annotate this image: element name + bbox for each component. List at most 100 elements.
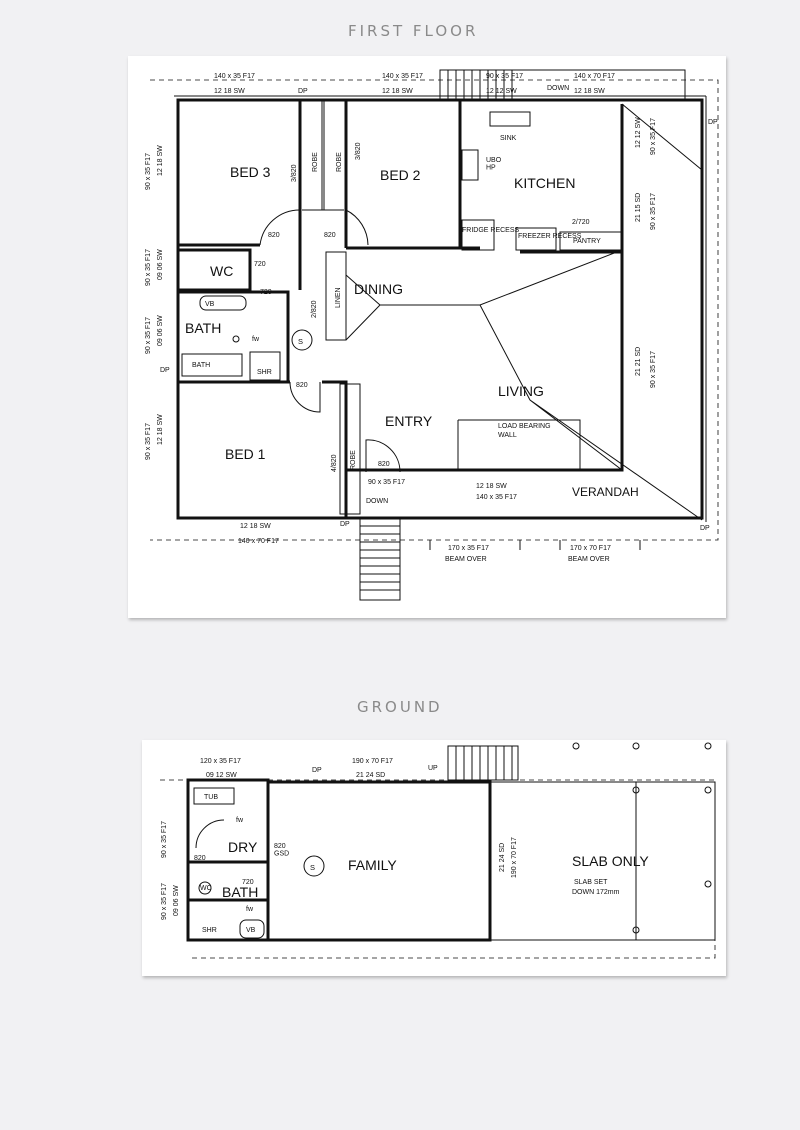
door-720-a: 720 [254, 261, 266, 268]
member-top3b: 12 12 SW [486, 88, 517, 95]
slab-down-label: DOWN 172mm [572, 889, 620, 896]
member-top3: 90 x 35 F17 [486, 73, 523, 80]
door-820-c: 820 [296, 382, 308, 389]
room-family: FAMILY [348, 857, 397, 873]
room-bed1: BED 1 [225, 446, 266, 462]
ground-member-left2b: 09 06 SW [173, 885, 180, 916]
room-entry: ENTRY [385, 413, 433, 429]
robe-label-2: ROBE [336, 152, 343, 172]
tub-label: TUB [204, 794, 218, 801]
load-bearing-label: LOAD BEARING [498, 423, 551, 430]
wall-label: WALL [498, 432, 517, 439]
ground-dp-label: DP [312, 767, 322, 774]
ground-shr-label: SHR [202, 927, 217, 934]
member-right1b: 90 x 35 F17 [650, 118, 657, 155]
member-top2b: 12 18 SW [382, 88, 413, 95]
member-left1b: 12 18 SW [157, 145, 164, 176]
member-left4: 90 x 35 F17 [145, 423, 152, 460]
member-living-beam-b: 140 x 35 F17 [476, 494, 517, 501]
roofline [150, 79, 719, 541]
member-right1: 12 12 SW [635, 117, 642, 148]
member-right3b: 90 x 35 F17 [650, 351, 657, 388]
room-verandah: VERANDAH [572, 485, 639, 499]
fw-label: fw [252, 336, 260, 343]
door-dry [195, 819, 225, 849]
door-entry [365, 439, 401, 473]
room-slab-only: SLAB ONLY [572, 853, 649, 869]
member-bottom1: 12 18 SW [240, 523, 271, 530]
member-left1: 90 x 35 F17 [145, 153, 152, 190]
member-right3: 21 21 SD [635, 347, 642, 376]
member-left4b: 12 18 SW [157, 414, 164, 445]
room-ground-bath: BATH [222, 884, 258, 900]
room-kitchen: KITCHEN [514, 175, 575, 191]
linen-cupboard [325, 251, 347, 341]
member-bottom1b: 140 x 70 F17 [238, 538, 279, 545]
door-720-b: 720 [260, 289, 272, 296]
slab-set-label: SLAB SET [574, 879, 608, 886]
ground-fw-label-2: fw [246, 906, 254, 913]
member-entry-beam: 90 x 35 F17 [368, 479, 405, 486]
room-dry: DRY [228, 839, 258, 855]
ground-member-top1b: 09 12 SW [206, 772, 237, 779]
room-bed3: BED 3 [230, 164, 271, 180]
dp-label-4: DP [340, 521, 350, 528]
dp-label-2: DP [708, 119, 718, 126]
ground-door-720: 720 [242, 879, 254, 886]
member-living-beam: 12 18 SW [476, 483, 507, 490]
door-3-820-b: 3/820 [355, 142, 362, 160]
pantry-label: PANTRY [573, 238, 601, 245]
front-stairs [359, 517, 401, 601]
wc-room [176, 248, 252, 292]
ground-member-top1: 120 x 35 F17 [200, 758, 241, 765]
ground-member-mid1: 21 24 SD [499, 843, 506, 872]
robe-label-1: ROBE [312, 152, 319, 172]
freezer-recess-label: FREEZER RECESS [518, 233, 582, 240]
member-beam1-over: BEAM OVER [445, 556, 487, 563]
ground-smoke-detector [303, 855, 325, 877]
door-bed2 [345, 209, 369, 246]
ground-member-top2: 190 x 70 F17 [352, 758, 393, 765]
door-4-820: 4/820 [331, 454, 338, 472]
ground-stairs [447, 745, 519, 781]
dp-label-3: DP [160, 367, 170, 374]
door-820-a: 820 [268, 232, 280, 239]
door-bed1 [289, 381, 321, 413]
member-beam2-over: BEAM OVER [568, 556, 610, 563]
ground-member-left1: 90 x 35 F17 [161, 821, 168, 858]
door-820-b: 820 [324, 232, 336, 239]
linen-label: LINEN [335, 287, 342, 308]
room-dining: DINING [354, 281, 403, 297]
room-bed2: BED 2 [380, 167, 421, 183]
down-label-2: DOWN [547, 85, 569, 92]
member-right2b: 90 x 35 F17 [650, 193, 657, 230]
down-label-1: DOWN [366, 498, 388, 505]
up-label: UP [428, 765, 438, 772]
room-bath: BATH [185, 320, 221, 336]
door-bed3 [259, 209, 301, 246]
shr-label: SHR [257, 369, 272, 376]
first-floor-heading: FIRST FLOOR [348, 22, 479, 40]
member-top4: 140 x 70 F17 [574, 73, 615, 80]
first-floor-plan: BED 3 BED 2 KITCHEN DINING LIVING ENTRY … [145, 69, 719, 601]
room-wc: WC [210, 263, 233, 279]
dp-label-5: DP [700, 525, 710, 532]
ground-wc-label: WC [200, 885, 212, 892]
vb-label: VB [205, 301, 215, 308]
ground-vb-label: VB [246, 927, 256, 934]
member-right2: 21 15 SD [635, 193, 642, 222]
ground-door-820: 820 [194, 855, 206, 862]
member-left3b: 09 06 SW [157, 315, 164, 346]
ground-sheet: DRY BATH FAMILY SLAB ONLY TUB WC SHR VB … [142, 740, 726, 976]
sink-label: SINK [500, 135, 517, 142]
door-2-820: 2/820 [311, 300, 318, 318]
ground-fw-label-1: fw [236, 817, 244, 824]
ground-smoke-label: S [310, 863, 315, 872]
room-living: LIVING [498, 383, 544, 399]
ground-member-left2: 90 x 35 F17 [161, 883, 168, 920]
ground-member-mid1b: 190 x 70 F17 [511, 837, 518, 878]
member-top1: 140 x 35 F17 [214, 73, 255, 80]
ground-heading: GROUND [357, 698, 443, 716]
